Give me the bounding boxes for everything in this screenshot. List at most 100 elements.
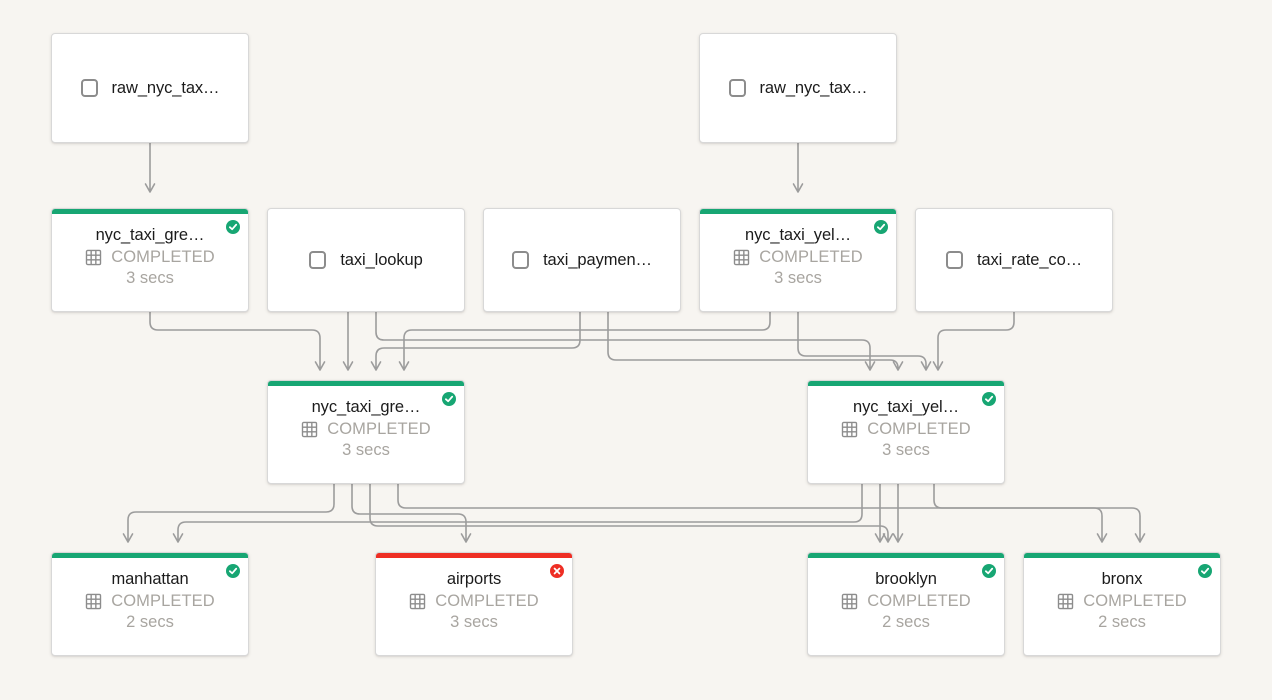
node-title: manhattan	[111, 570, 189, 588]
graph-node-raw_nyc_taxi_yellow[interactable]: raw_nyc_tax…	[699, 33, 897, 143]
node-status-text: COMPLETED	[867, 420, 971, 438]
edge	[607, 311, 904, 371]
table-icon	[301, 421, 318, 438]
graph-node-nyc_taxi_green_stg[interactable]: nyc_taxi_gre… COMPLETED 3 secs	[51, 208, 249, 312]
node-body: nyc_taxi_gre… COMPLETED 3 secs	[52, 214, 248, 311]
edge	[797, 311, 932, 371]
node-duration: 3 secs	[774, 269, 822, 287]
node-status-text: COMPLETED	[111, 248, 215, 266]
node-title: brooklyn	[875, 570, 937, 588]
edge	[874, 483, 886, 543]
edge	[932, 311, 1015, 371]
success-check-icon	[1198, 564, 1212, 578]
graph-node-nyc_taxi_yellow_stg[interactable]: nyc_taxi_yel… COMPLETED 3 secs	[699, 208, 897, 312]
node-title: nyc_taxi_gre…	[311, 398, 421, 416]
node-label: raw_nyc_tax…	[759, 78, 868, 97]
edge	[370, 311, 581, 371]
node-status-accent-bar	[808, 553, 1004, 558]
checkbox-icon[interactable]	[309, 251, 327, 269]
node-status-text: COMPLETED	[867, 592, 971, 610]
success-check-icon	[442, 392, 456, 406]
node-duration: 2 secs	[882, 613, 930, 631]
success-check-icon	[226, 220, 240, 234]
error-badge-icon	[550, 564, 564, 578]
node-title: bronx	[1101, 570, 1143, 588]
table-icon	[85, 249, 102, 266]
node-label: taxi_paymen…	[543, 250, 652, 269]
graph-node-taxi_rate_code[interactable]: taxi_rate_co…	[915, 208, 1113, 312]
table-icon	[409, 593, 426, 610]
graph-node-taxi_payment[interactable]: taxi_paymen…	[483, 208, 681, 312]
success-check-icon	[226, 564, 240, 578]
node-body: nyc_taxi_yel… COMPLETED 3 secs	[700, 214, 896, 311]
node-status-row: COMPLETED	[710, 248, 886, 267]
node-status-row: COMPLETED	[1034, 592, 1210, 611]
node-status-text: COMPLETED	[327, 420, 431, 438]
node-label: taxi_lookup	[340, 250, 423, 269]
graph-node-taxi_lookup[interactable]: taxi_lookup	[267, 208, 465, 312]
node-status-row: COMPLETED	[62, 248, 238, 267]
node-status-accent-bar	[700, 209, 896, 214]
node-duration: 2 secs	[126, 613, 174, 631]
node-status-row: COMPLETED	[62, 592, 238, 611]
node-title: nyc_taxi_yel…	[853, 398, 959, 416]
node-status-accent-bar	[52, 209, 248, 214]
edge	[122, 483, 335, 543]
node-status-accent-bar	[376, 553, 572, 558]
edge	[342, 311, 354, 371]
node-status-accent-bar	[52, 553, 248, 558]
graph-node-nyc_taxi_green[interactable]: nyc_taxi_gre… COMPLETED 3 secs	[267, 380, 465, 484]
table-icon	[841, 421, 858, 438]
node-title: nyc_taxi_gre…	[95, 226, 205, 244]
node-duration: 3 secs	[882, 441, 930, 459]
node-duration: 2 secs	[1098, 613, 1146, 631]
checkbox-icon[interactable]	[80, 79, 98, 97]
node-label: raw_nyc_tax…	[111, 78, 220, 97]
table-icon	[841, 593, 858, 610]
graph-node-nyc_taxi_yellow[interactable]: nyc_taxi_yel… COMPLETED 3 secs	[807, 380, 1005, 484]
edge	[933, 483, 1146, 543]
success-check-icon	[874, 220, 888, 234]
checkbox-icon[interactable]	[512, 251, 530, 269]
node-status-row: COMPLETED	[818, 420, 994, 439]
edge	[792, 142, 804, 193]
node-body: nyc_taxi_gre… COMPLETED 3 secs	[268, 386, 464, 483]
node-status-accent-bar	[808, 381, 1004, 386]
edge	[144, 142, 156, 193]
checkbox-icon[interactable]	[728, 79, 746, 97]
success-check-icon	[982, 564, 996, 578]
node-body: nyc_taxi_yel… COMPLETED 3 secs	[808, 386, 1004, 483]
node-status-row: COMPLETED	[818, 592, 994, 611]
checkbox-icon[interactable]	[945, 251, 963, 269]
edge	[149, 311, 326, 371]
node-title: nyc_taxi_yel…	[745, 226, 851, 244]
edge	[892, 483, 904, 543]
edge	[369, 483, 894, 543]
node-title: airports	[446, 570, 502, 588]
node-status-text: COMPLETED	[111, 592, 215, 610]
node-status-row: COMPLETED	[278, 420, 454, 439]
graph-node-raw_nyc_taxi_green[interactable]: raw_nyc_tax…	[51, 33, 249, 143]
node-duration: 3 secs	[126, 269, 174, 287]
edge	[375, 311, 876, 371]
node-status-text: COMPLETED	[1083, 592, 1187, 610]
edge	[398, 311, 771, 371]
node-status-accent-bar	[268, 381, 464, 386]
edge	[351, 483, 472, 543]
node-duration: 3 secs	[342, 441, 390, 459]
table-icon	[733, 249, 750, 266]
node-status-text: COMPLETED	[435, 592, 539, 610]
node-label: taxi_rate_co…	[976, 250, 1083, 269]
node-status-accent-bar	[1024, 553, 1220, 558]
table-icon	[85, 593, 102, 610]
node-status-text: COMPLETED	[759, 248, 863, 266]
